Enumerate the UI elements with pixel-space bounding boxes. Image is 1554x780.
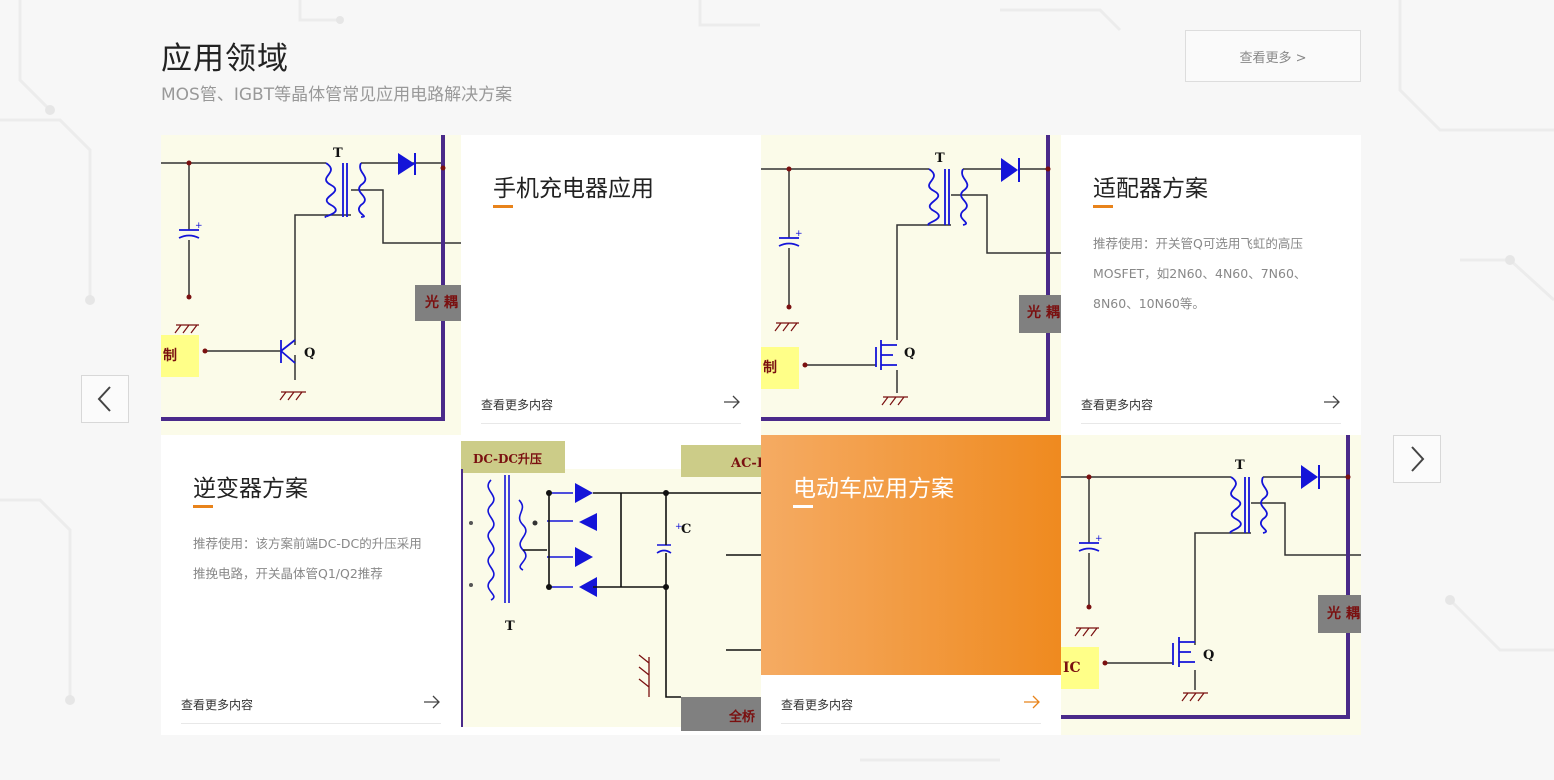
card-ebike-highlight: 电动车应用方案 xyxy=(761,435,1061,675)
svg-text:Q: Q xyxy=(1203,648,1214,663)
arrow-right-icon xyxy=(424,695,440,709)
card-description: 推荐使用：该方案前端DC-DC的升压采用推挽电路，开关晶体管Q1/Q2推荐 xyxy=(193,536,422,581)
card-title: 手机充电器应用 xyxy=(493,176,654,202)
dcdc-label: DC-DC升压 xyxy=(473,451,542,466)
svg-text:T: T xyxy=(1235,458,1245,473)
svg-text:光 耦: 光 耦 xyxy=(1326,605,1360,622)
card-link-text: 查看更多内容 xyxy=(181,698,254,712)
svg-text:全桥: 全桥 xyxy=(728,709,756,725)
transistor-label: Q xyxy=(304,346,315,361)
card-title: 电动车应用方案 xyxy=(793,476,954,502)
card-title: 适配器方案 xyxy=(1093,176,1208,202)
card-more-link[interactable]: 查看更多内容 xyxy=(781,692,1041,724)
title-accent-bar xyxy=(193,505,213,508)
application-grid: 光 耦 制 T Q + 手机充电器应用 查看更多内容 xyxy=(161,135,1361,735)
card-link-text: 查看更多内容 xyxy=(1081,398,1154,412)
svg-text:+: + xyxy=(795,229,803,239)
view-more-button[interactable]: 查看更多 > xyxy=(1185,30,1361,82)
svg-text:+: + xyxy=(195,221,203,231)
svg-text:IC: IC xyxy=(1063,660,1081,676)
card-ebike[interactable]: 电动车应用方案 查看更多内容 xyxy=(761,435,1061,735)
title-accent-bar xyxy=(793,505,813,508)
card-adapter[interactable]: 适配器方案 推荐使用：开关管Q可选用飞虹的高压MOSFET，如2N60、4N60… xyxy=(1061,135,1361,435)
carousel-next-button[interactable] xyxy=(1393,435,1441,483)
arrow-right-icon xyxy=(1024,695,1040,709)
optocoupler-label: 光 耦 xyxy=(424,294,458,311)
card-more-link[interactable]: 查看更多内容 xyxy=(1081,392,1341,424)
circuit-image-ebike: 光 耦 IC T Q + xyxy=(1061,435,1361,735)
card-link-text: 查看更多内容 xyxy=(481,398,554,412)
card-charger[interactable]: 手机充电器应用 查看更多内容 xyxy=(461,135,761,435)
svg-text:光 耦: 光 耦 xyxy=(1026,304,1060,321)
chevron-right-icon xyxy=(1411,446,1425,472)
circuit-image-adapter: 光 耦 制 T Q + xyxy=(761,135,1061,435)
circuit-image-inverter: DC-DC升压 AC-D xyxy=(461,435,761,735)
svg-text:T: T xyxy=(505,619,515,634)
card-description: 推荐使用：开关管Q可选用飞虹的高压MOSFET，如2N60、4N60、7N60、… xyxy=(1093,236,1307,311)
title-accent-bar xyxy=(1093,205,1113,208)
carousel-prev-button[interactable] xyxy=(81,375,129,423)
svg-text:T: T xyxy=(935,151,945,166)
section-subtitle: MOS管、IGBT等晶体管常见应用电路解决方案 xyxy=(161,85,513,105)
svg-text:+: + xyxy=(1095,534,1103,544)
section-title: 应用领域 xyxy=(161,41,289,77)
svg-text:+: + xyxy=(675,522,683,532)
control-label: 制 xyxy=(163,347,177,364)
arrow-right-icon xyxy=(1324,395,1340,409)
card-more-link[interactable]: 查看更多内容 xyxy=(181,692,441,724)
transformer-label: T xyxy=(333,146,343,161)
card-title: 逆变器方案 xyxy=(193,476,308,502)
svg-text:C: C xyxy=(681,522,691,537)
svg-text:制: 制 xyxy=(763,359,777,376)
card-link-text: 查看更多内容 xyxy=(781,698,854,712)
card-inverter[interactable]: 逆变器方案 推荐使用：该方案前端DC-DC的升压采用推挽电路，开关晶体管Q1/Q… xyxy=(161,435,461,735)
arrow-right-icon xyxy=(724,395,740,409)
card-more-link[interactable]: 查看更多内容 xyxy=(481,392,741,424)
chevron-left-icon xyxy=(97,386,111,412)
svg-text:AC-D: AC-D xyxy=(730,456,761,471)
circuit-image-charger: 光 耦 制 T Q + xyxy=(161,135,461,435)
title-accent-bar xyxy=(493,205,513,208)
svg-text:Q: Q xyxy=(904,346,915,361)
